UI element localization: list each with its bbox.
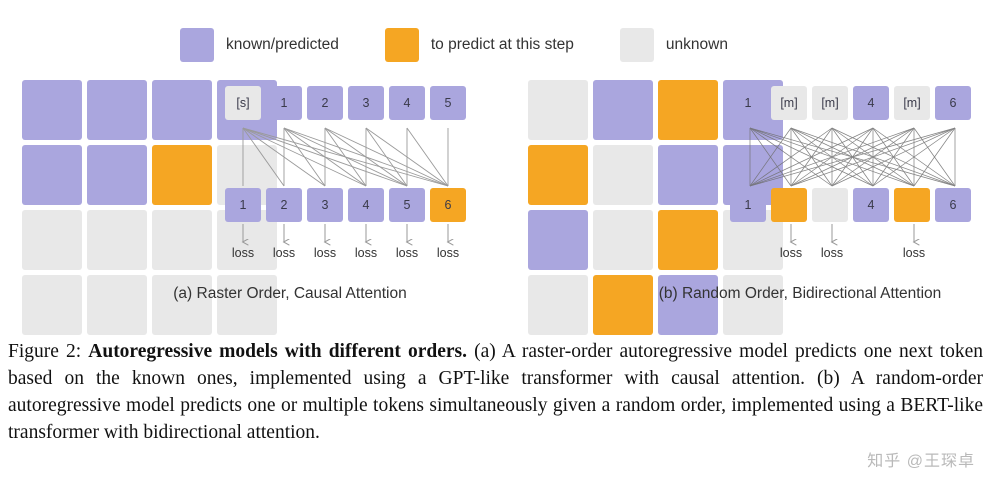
panel-a-cell-3-3: [217, 275, 277, 335]
panel-a-cell-1-1: [87, 145, 147, 205]
panel-a-loss-label-5: loss: [436, 246, 460, 260]
panel-b-cell-2-0: [528, 210, 588, 270]
panel-a-input-token-4: 4: [389, 86, 425, 120]
legend-label-unknown: unknown: [665, 36, 728, 53]
figure-caption-title: Autoregressive models with different ord…: [88, 341, 467, 362]
panel-b-input-token-4: [m]: [894, 86, 930, 120]
panel-b-loss-label-2: loss: [902, 246, 926, 260]
panel-a-input-token-0: [s]: [225, 86, 261, 120]
panel-a-cell-1-2: [152, 145, 212, 205]
panel-b-input-token-1: [m]: [771, 86, 807, 120]
legend-item-unknown: unknown: [619, 28, 728, 62]
panel-b-cell-3-1: [593, 275, 653, 335]
panel-b-loss-label-0: loss: [779, 246, 803, 260]
panel-b-attention-lines: [749, 127, 956, 187]
panel-b-cell-0-2: [658, 80, 718, 140]
panel-b-cell-1-0: [528, 145, 588, 205]
panel-b-output-tokens: 1 4 6: [730, 188, 971, 222]
panel-a-output-token-1: 2: [266, 188, 302, 222]
panel-a-cell-0-1: [87, 80, 147, 140]
legend-swatch-known: [180, 28, 214, 62]
panel-b-output-token-2: [812, 188, 848, 222]
legend-item-predict: to predict at this step: [384, 28, 574, 62]
panel-a-cell-0-2: [152, 80, 212, 140]
panel-b-cell-0-0: [528, 80, 588, 140]
panel-a-loss-label-0: loss: [231, 246, 255, 260]
panel-b-input-token-5: 6: [935, 86, 971, 120]
panel-b-grid: [528, 80, 783, 335]
panel-a-loss-label-1: loss: [272, 246, 296, 260]
panel-a-cell-1-0: [22, 145, 82, 205]
panel-b-output-token-3: 4: [853, 188, 889, 222]
figure-caption-body: (a) A raster-order autoregressive model …: [8, 341, 984, 443]
panel-b-cell-1-2: [658, 145, 718, 205]
panel-b-input-token-3: 4: [853, 86, 889, 120]
panel-a-input-token-1: 1: [266, 86, 302, 120]
panel-a-cell-3-2: [152, 275, 212, 335]
panel-a-input-token-5: 5: [430, 86, 466, 120]
panel-a-caption: (a) Raster Order, Causal Attention: [173, 285, 407, 302]
panel-b-cell-0-1: [593, 80, 653, 140]
panel-a-cell-2-1: [87, 210, 147, 270]
panel-b-cell-2-2: [658, 210, 718, 270]
panel-a-loss-label-3: loss: [354, 246, 378, 260]
panel-b-output-token-5: 6: [935, 188, 971, 222]
panel-b-output-token-4: [894, 188, 930, 222]
panel-b-input-token-0: 1: [730, 86, 766, 120]
panel-a-cell-2-2: [152, 210, 212, 270]
panel-a-attention-lines: [242, 127, 449, 187]
panel-b-input-tokens: 1[m][m]4[m]6: [730, 86, 971, 120]
panel-b-loss-label-1: loss: [820, 246, 844, 260]
panel-a-cell-3-0: [22, 275, 82, 335]
figure-caption: Figure 2: Autoregressive models with dif…: [8, 338, 983, 446]
panel-a-output-token-0: 1: [225, 188, 261, 222]
panel-b-cell-1-1: [593, 145, 653, 205]
panel-b-output-token-1: [771, 188, 807, 222]
panel-b-output-token-0: 1: [730, 188, 766, 222]
panel-b-cell-2-1: [593, 210, 653, 270]
legend: known/predicted to predict at this step …: [180, 28, 728, 62]
legend-label-predict: to predict at this step: [430, 36, 574, 53]
panel-a-output-token-5: 6: [430, 188, 466, 222]
panel-a-input-token-3: 3: [348, 86, 384, 120]
panel-b-loss-arrows: [730, 224, 975, 252]
legend-item-known: known/predicted: [180, 28, 339, 62]
figure-area: known/predicted to predict at this step …: [22, 28, 975, 335]
panel-a-input-token-2: 2: [307, 86, 343, 120]
panel-a-cell-3-1: [87, 275, 147, 335]
panel-b-input-token-2: [m]: [812, 86, 848, 120]
panel-a-output-token-4: 5: [389, 188, 425, 222]
panel-a-cell-2-0: [22, 210, 82, 270]
figure-caption-label: Figure 2:: [8, 341, 82, 362]
panel-a-cell-0-0: [22, 80, 82, 140]
panel-b-cell-3-3: [723, 275, 783, 335]
panel-a-loss-arrows: [225, 224, 465, 252]
watermark: 知乎 @王琛卓: [867, 453, 975, 470]
legend-label-known: known/predicted: [226, 36, 339, 53]
panel-b-cell-3-2: [658, 275, 718, 335]
legend-swatch-unknown: [619, 28, 654, 62]
panel-b-caption: (b) Random Order, Bidirectional Attentio…: [658, 285, 942, 302]
legend-swatch-predict: [384, 28, 419, 62]
panel-a-loss-label-2: loss: [313, 246, 337, 260]
panel-a-output-token-2: 3: [307, 188, 343, 222]
panel-b-cell-3-0: [528, 275, 588, 335]
panel-a-output-token-3: 4: [348, 188, 384, 222]
panel-a-loss-label-4: loss: [395, 246, 419, 260]
